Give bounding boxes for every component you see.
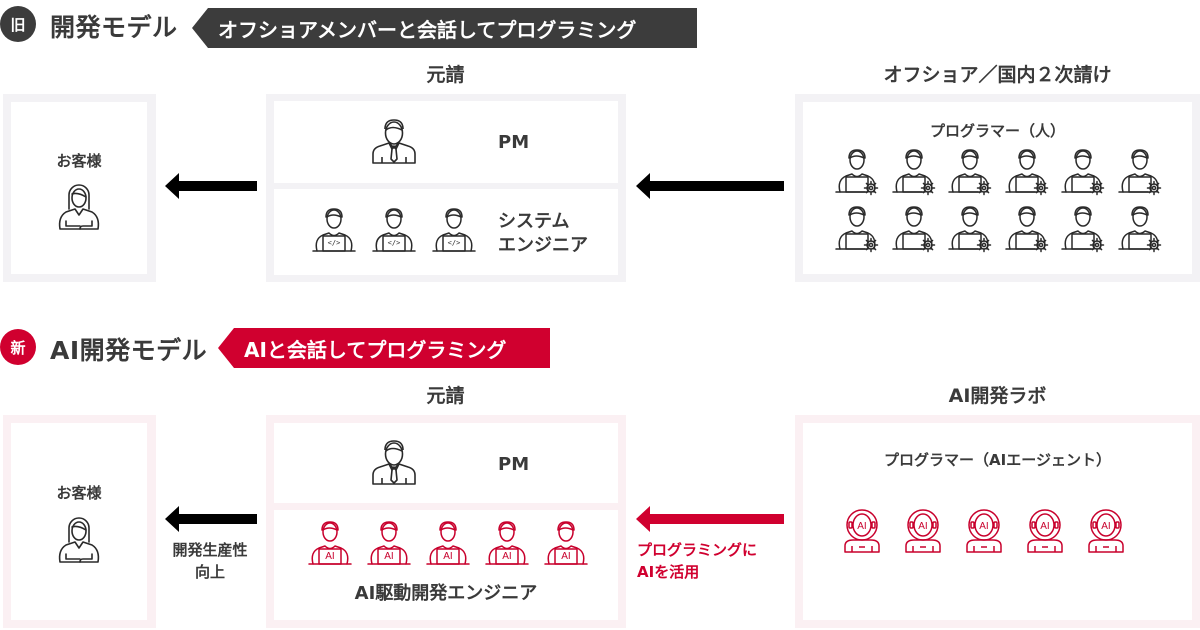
svg-text:AI: AI xyxy=(502,551,511,562)
ai-laptop-engineer-icon: AI xyxy=(544,520,590,568)
businessman-icon xyxy=(370,438,418,486)
ai-laptop-engineer-icon: AI xyxy=(426,520,472,568)
old-engineer-row xyxy=(274,189,618,275)
woman-customer-icon xyxy=(56,514,102,564)
svg-text:</>: </> xyxy=(388,239,401,247)
old-model-banner: オフショアメンバーと会話してプログラミング xyxy=(192,8,697,48)
svg-text:AI: AI xyxy=(325,551,334,562)
ai-programming-caption-line1: プログラミングに xyxy=(637,541,758,559)
new-arrow-to-customer xyxy=(165,506,257,532)
programmer-gear-icon xyxy=(948,205,994,253)
new-pm-label: PM xyxy=(498,454,530,475)
old-pm-label: PM xyxy=(498,132,530,153)
old-engineer-label-line2: エンジニア xyxy=(498,235,588,256)
productivity-caption-line2: 向上 xyxy=(194,563,225,581)
developer-code-laptop-icon: </> xyxy=(312,207,358,255)
svg-text:AI: AI xyxy=(979,521,988,532)
svg-text:AI: AI xyxy=(443,551,452,562)
svg-text:AI: AI xyxy=(1101,521,1110,532)
old-model-title: 開発モデル xyxy=(50,13,178,42)
productivity-caption: 開発生産性 向上 xyxy=(160,539,260,583)
new-model-badge: 新 xyxy=(0,329,36,365)
programmer-gear-icon xyxy=(1004,148,1051,196)
programmer-gear-icon xyxy=(948,148,994,196)
programmer-gear-icon xyxy=(1061,148,1107,196)
svg-text:AI: AI xyxy=(561,551,570,562)
productivity-caption-line1: 開発生産性 xyxy=(172,541,248,559)
programmer-gear-icon xyxy=(1004,205,1051,253)
old-model-badge: 旧 xyxy=(0,6,36,42)
ai-robot-icon: AI xyxy=(964,508,1004,554)
new-model-title: AI開発モデル xyxy=(50,336,208,365)
ai-laptop-engineer-icon: AI xyxy=(308,520,354,568)
programmer-gear-icon xyxy=(1117,205,1164,253)
old-engineer-label: システム エンジニア xyxy=(498,210,588,258)
programmer-gear-icon xyxy=(891,148,938,196)
ai-robot-icon: AI xyxy=(903,508,943,554)
ai-programming-caption-line2: AIを活用 xyxy=(637,563,700,581)
old-prime-heading: 元請 xyxy=(426,64,465,86)
ai-laptop-engineer-icon: AI xyxy=(367,520,413,568)
programmer-gear-icon xyxy=(835,205,881,253)
developer-code-laptop-icon: </> xyxy=(432,207,478,255)
ai-robot-icon: AI xyxy=(842,508,882,554)
svg-text:AI: AI xyxy=(384,551,393,562)
new-model-banner: AIと会話してプログラミング xyxy=(218,328,550,368)
ai-laptop-engineer-icon: AI xyxy=(485,520,531,568)
svg-text:</>: </> xyxy=(328,239,341,247)
programmer-gear-icon xyxy=(835,148,881,196)
programmer-gear-icon xyxy=(891,205,938,253)
ai-robot-icon: AI xyxy=(1025,508,1065,554)
old-subcontractor-heading: オフショア／国内２次請け xyxy=(883,64,1112,86)
old-engineer-label-line1: システム xyxy=(498,211,570,232)
old-programmer-label: プログラマー（人） xyxy=(929,122,1065,140)
ai-robot-icon: AI xyxy=(1086,508,1126,554)
svg-text:</>: </> xyxy=(448,239,461,247)
businessman-icon xyxy=(370,117,418,165)
svg-text:AI: AI xyxy=(857,521,866,532)
ai-programmer-label: プログラマー（AIエージェント） xyxy=(884,451,1111,469)
new-arrow-from-ai-lab xyxy=(636,506,784,532)
programmer-gear-icon xyxy=(1061,205,1107,253)
old-pm-row xyxy=(274,101,618,183)
ai-engineer-label: AI駆動開発エンジニア xyxy=(354,583,538,604)
programmer-gear-icon xyxy=(1117,148,1164,196)
ai-programming-caption: プログラミングに AIを活用 xyxy=(637,539,757,583)
new-prime-heading: 元請 xyxy=(426,385,465,407)
old-arrow-from-subcontractor xyxy=(636,173,784,199)
developer-code-laptop-icon: </> xyxy=(372,207,418,255)
old-arrow-to-customer xyxy=(165,173,257,199)
new-pm-row xyxy=(274,423,618,503)
new-customer-label: お客様 xyxy=(56,484,102,502)
ai-lab-heading: AI開発ラボ xyxy=(948,385,1047,407)
svg-text:AI: AI xyxy=(1040,521,1049,532)
old-customer-label: お客様 xyxy=(56,152,102,170)
woman-customer-icon xyxy=(56,181,102,231)
svg-text:AI: AI xyxy=(918,521,927,532)
